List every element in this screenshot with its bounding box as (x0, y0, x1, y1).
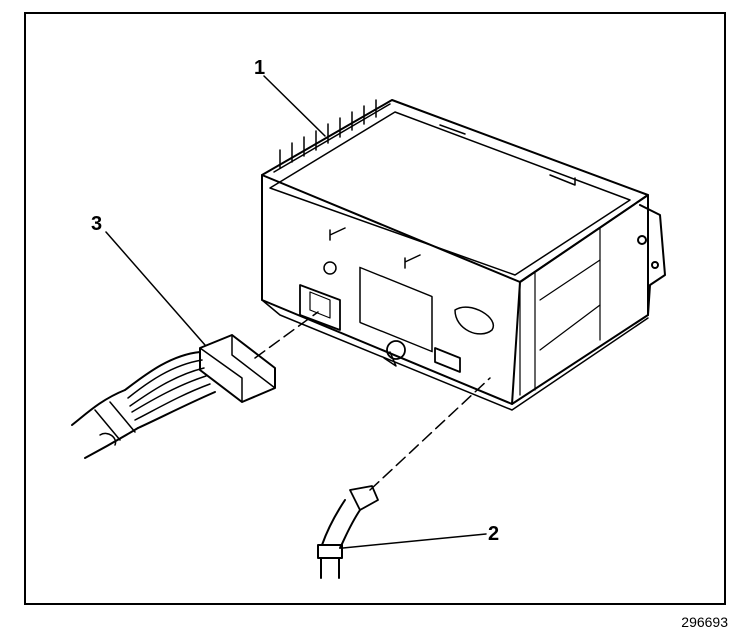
alignment-line-antenna (369, 377, 491, 491)
leader-line-3 (105, 231, 206, 346)
callout-3-label: 3 (91, 213, 103, 235)
callout-2-label: 2 (488, 523, 500, 545)
callout-1-label: 1 (254, 57, 266, 79)
figure-frame (24, 12, 726, 605)
antenna-cable (317, 485, 379, 579)
alignment-line-harness (254, 311, 319, 359)
figure-number: 296693 (681, 614, 728, 630)
leader-line-1 (263, 75, 326, 137)
wiring-harness-connector (71, 334, 276, 459)
radio-unit (261, 99, 666, 411)
leader-line-2 (342, 533, 487, 549)
